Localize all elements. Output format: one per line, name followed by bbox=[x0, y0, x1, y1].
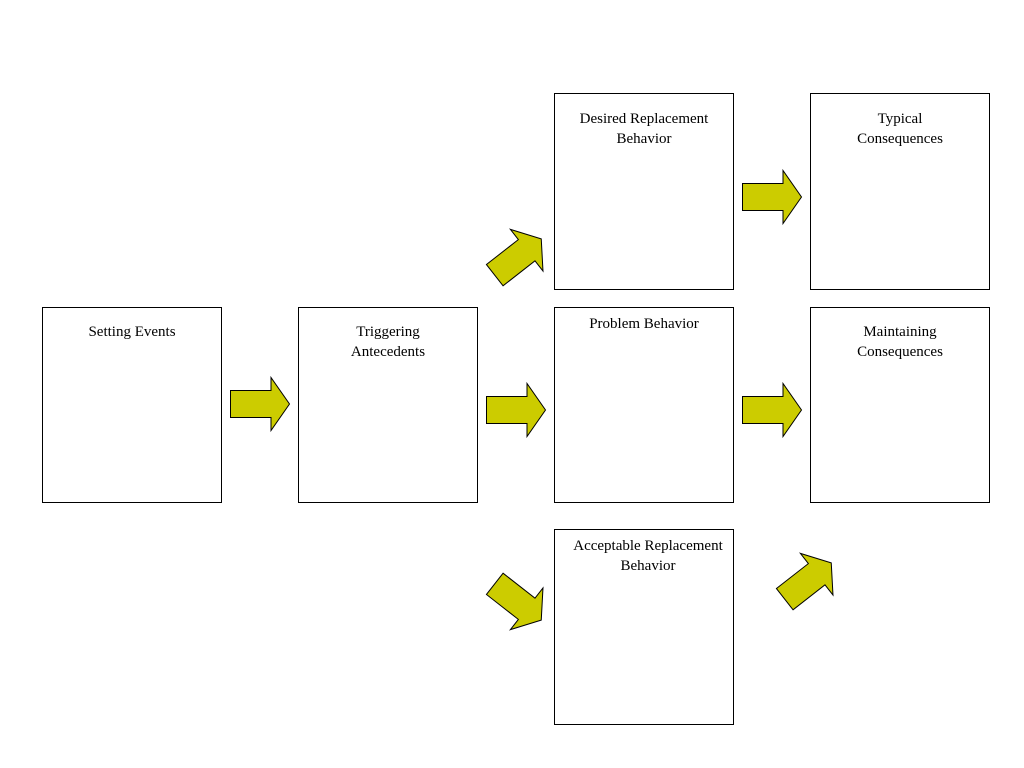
typical-consequences-box: Typical Consequences bbox=[810, 93, 990, 290]
triggering-antecedents-label: Triggering Antecedents bbox=[350, 324, 426, 360]
maintaining-consequences-box: Maintaining Consequences bbox=[810, 307, 990, 503]
right-arrow-icon bbox=[486, 381, 547, 439]
triggering-antecedents-box: Triggering Antecedents bbox=[298, 307, 478, 503]
acceptable-replacement-behavior-box: Acceptable Replacement Behavior bbox=[554, 529, 734, 725]
problem-behavior-box: Problem Behavior bbox=[554, 307, 734, 503]
acceptable-replacement-behavior-label: Acceptable Replacement Behavior bbox=[573, 538, 723, 574]
maintaining-consequences-label: Maintaining Consequences bbox=[857, 324, 943, 360]
problem-behavior-label: Problem Behavior bbox=[589, 316, 699, 332]
diagonal-up-arrow-icon bbox=[485, 228, 544, 287]
setting-events-label: Setting Events bbox=[88, 324, 176, 340]
setting-events-box: Setting Events bbox=[42, 307, 222, 503]
desired-replacement-behavior-label: Desired Replacement Behavior bbox=[579, 111, 709, 147]
diagonal-up-arrow-icon bbox=[775, 552, 834, 611]
right-arrow-icon bbox=[230, 375, 291, 433]
right-arrow-icon bbox=[742, 381, 803, 439]
diagonal-down-arrow-icon bbox=[485, 572, 544, 631]
desired-replacement-behavior-box: Desired Replacement Behavior bbox=[554, 93, 734, 290]
typical-consequences-label: Typical Consequences bbox=[857, 111, 943, 147]
right-arrow-icon bbox=[742, 168, 803, 226]
